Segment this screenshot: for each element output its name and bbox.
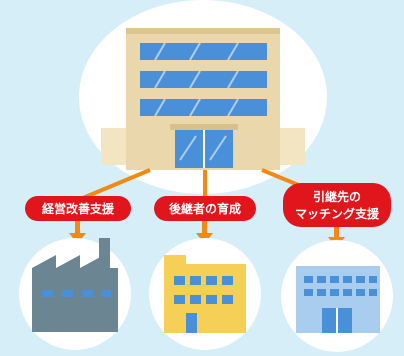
badge-label-3-line1: 引継先の <box>313 189 361 204</box>
badge-successor-matching <box>283 183 391 227</box>
factory-icon <box>32 238 118 332</box>
glass-office-building-icon <box>296 266 380 333</box>
office-building-icon <box>101 28 305 170</box>
small-office-building-icon <box>164 255 246 333</box>
badge-label-1: 経営改善支援 <box>42 201 115 216</box>
badge-label-3-line2: マッチング支援 <box>295 206 380 221</box>
badge-management-support <box>25 196 131 221</box>
badge-label-2: 後継者の育成 <box>169 201 241 216</box>
badge-successor-training <box>154 196 256 221</box>
